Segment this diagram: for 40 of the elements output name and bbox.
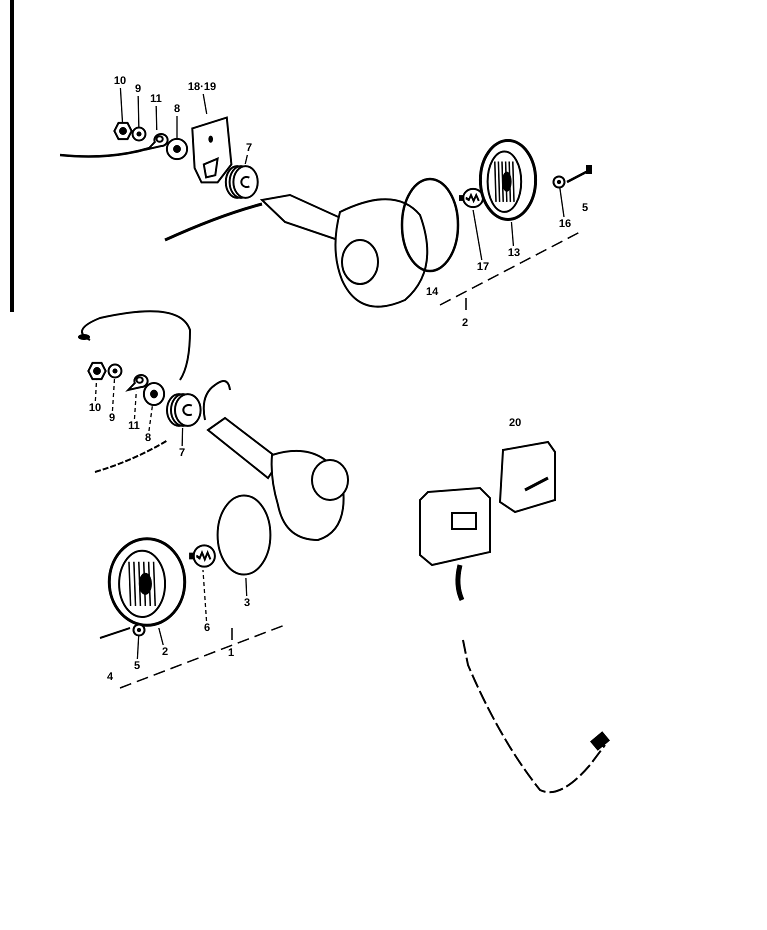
leader-line	[158, 628, 164, 646]
callout-number: 1	[228, 648, 234, 659]
callout-number: 5	[134, 660, 140, 672]
leader-line	[182, 428, 184, 446]
callout-number: 20	[509, 418, 522, 429]
callout-number: 4	[107, 672, 114, 683]
callout-number: 5	[582, 203, 588, 214]
callout-number: 13	[508, 248, 520, 258]
callout-number: 16	[558, 218, 572, 230]
callout-number: 17	[476, 262, 490, 272]
leader-line	[559, 188, 565, 218]
leader-line	[156, 106, 158, 130]
callout-number: 7	[178, 448, 186, 458]
callout-number: 11	[150, 94, 162, 104]
leader-line	[202, 94, 208, 114]
callout-number: 14	[426, 287, 438, 298]
leader-line	[176, 116, 178, 138]
callout-number: 18·19	[188, 82, 216, 92]
callout-number: 8	[174, 104, 180, 114]
leader-line	[244, 154, 248, 164]
leader-line	[472, 210, 482, 260]
leader-line	[138, 96, 140, 128]
callout-number: 7	[246, 142, 252, 154]
leader-line	[245, 578, 248, 596]
callout-number: 3	[244, 598, 250, 608]
leader-line	[120, 88, 124, 122]
callout-number: 9	[134, 84, 142, 94]
callout-number: 10	[88, 402, 102, 414]
callout-number: 11	[128, 420, 140, 432]
callout-number: 10	[114, 76, 126, 86]
callout-number: 2	[162, 646, 168, 658]
leader-line	[136, 636, 140, 660]
callout-number: 2	[462, 318, 468, 329]
callout-number: 9	[108, 412, 116, 424]
leader-line	[148, 406, 153, 432]
leader-line	[202, 570, 208, 622]
callout-number: 6	[204, 622, 210, 634]
callout-number: 8	[144, 432, 152, 444]
leader-line	[112, 378, 116, 412]
leader-line	[510, 222, 514, 246]
